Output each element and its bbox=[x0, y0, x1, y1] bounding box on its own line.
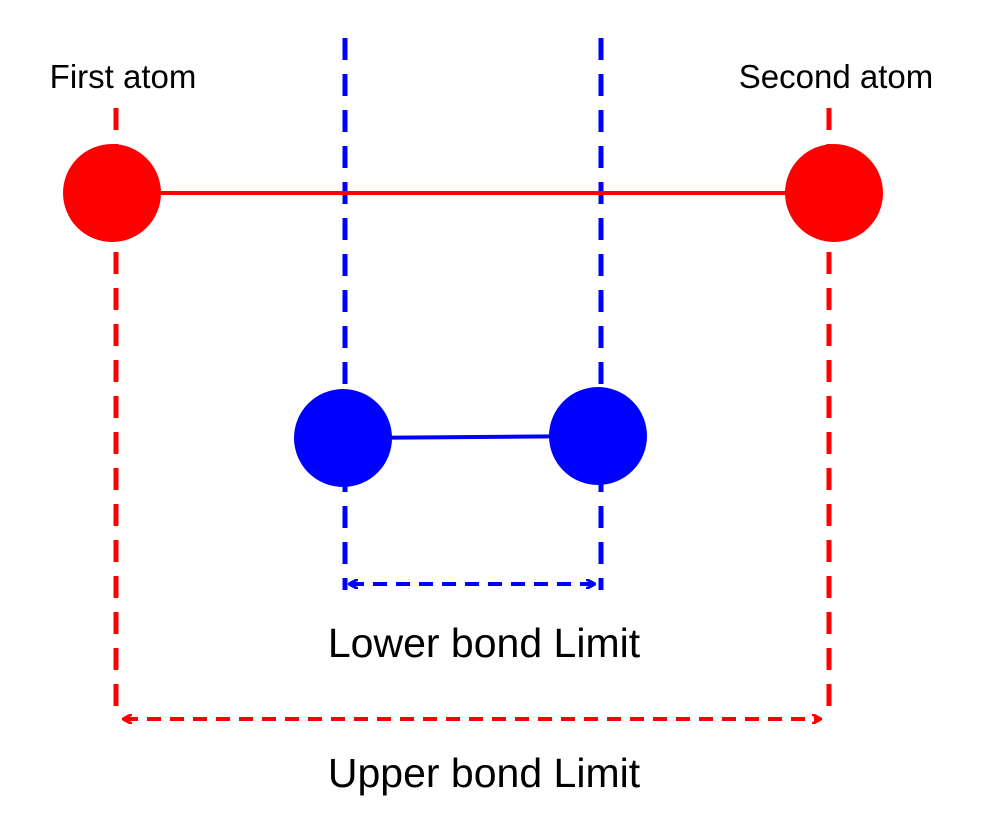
second-atom-circle bbox=[785, 144, 883, 242]
first-atom-circle bbox=[63, 144, 161, 242]
upper-limit-label: Upper bond Limit bbox=[328, 750, 641, 796]
lower-limit-label: Lower bond Limit bbox=[328, 620, 641, 666]
lower-first-atom-circle bbox=[294, 389, 392, 487]
second-atom-label: Second atom bbox=[739, 58, 933, 95]
first-atom-label: First atom bbox=[50, 58, 197, 95]
lower-second-atom-circle bbox=[549, 387, 647, 485]
